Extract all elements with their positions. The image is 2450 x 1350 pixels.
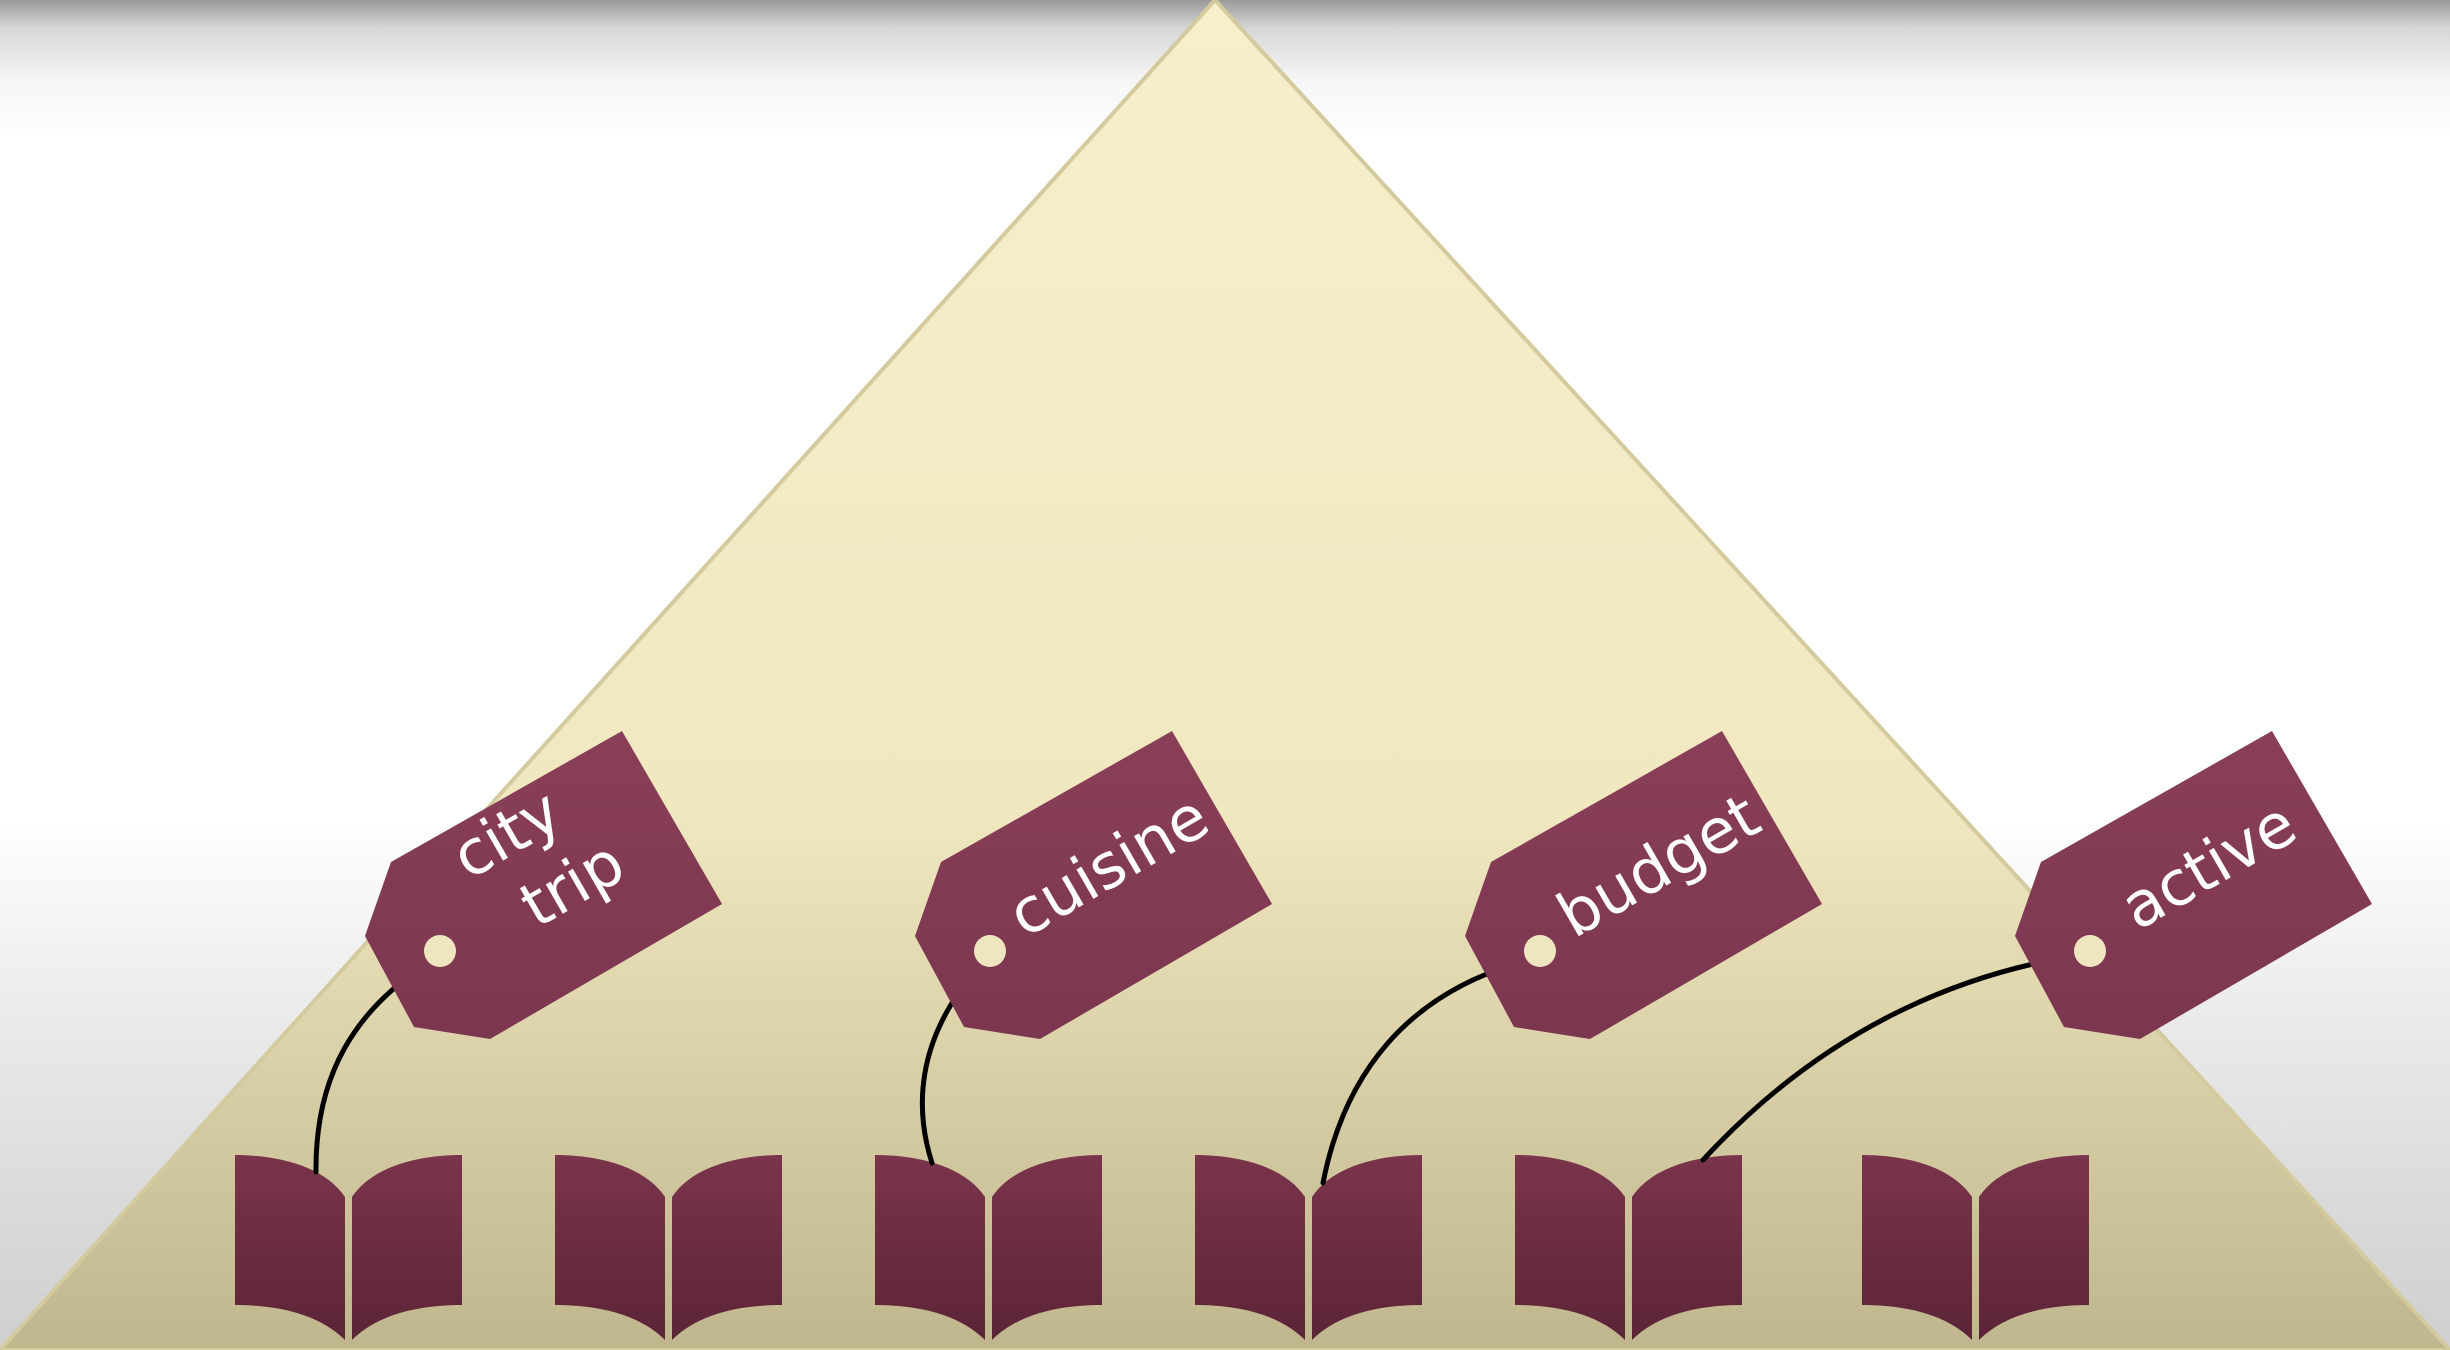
tag-hole (974, 935, 1006, 967)
book-icon (235, 1155, 462, 1340)
string-budget (1320, 960, 1521, 1186)
tag-hole (424, 935, 456, 967)
tag-body (915, 731, 1272, 1039)
tag-city-trip: citytrip (365, 731, 722, 1039)
book-icon (1862, 1155, 2089, 1340)
tag-body (1465, 731, 1822, 1039)
books-row (235, 1155, 2089, 1340)
tag-body (2015, 731, 2372, 1039)
tag-body (365, 731, 722, 1039)
book-icon (1515, 1155, 1742, 1340)
tag-hole (1524, 935, 1556, 967)
book-icon (555, 1155, 782, 1340)
book-icon (875, 1155, 1102, 1340)
string-active (1700, 952, 2083, 1163)
book-icon (1195, 1155, 1422, 1340)
tag-active: active (2015, 731, 2372, 1039)
tag-cuisine: cuisine (915, 731, 1272, 1039)
tag-hole (2074, 935, 2106, 967)
